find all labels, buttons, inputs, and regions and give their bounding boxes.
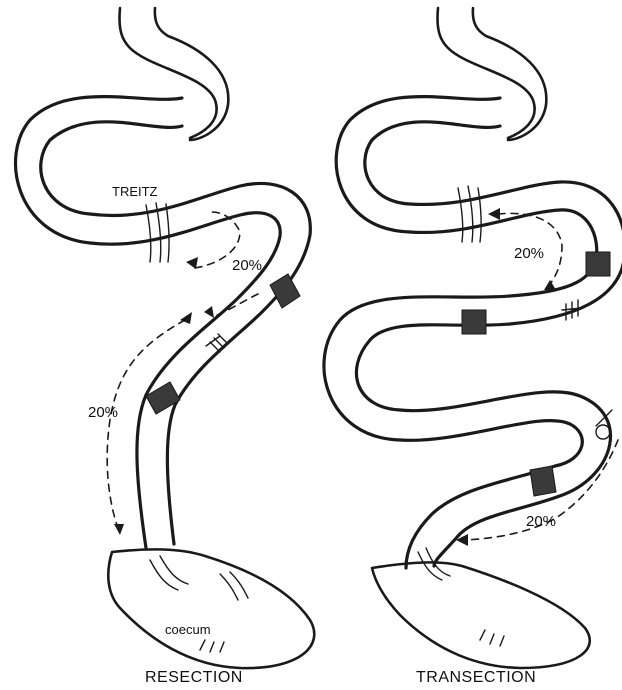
resection-caption: RESECTION [145,669,243,686]
arrow-head-right-2 [544,280,556,290]
coecum-label: coecum [165,622,211,637]
pct-right-lower: 20% [526,513,556,530]
arrow-head-left-1 [186,257,198,269]
small-bowel-left-fill [28,109,295,545]
pct-left-lower: 20% [88,404,118,421]
resection-panel: TREITZ 20% 20% coecum RESECTION [16,8,315,686]
small-bowel-right-fill [340,109,611,565]
pct-left-upper: 20% [232,257,262,274]
arrow-head-left-2 [204,306,214,318]
small-bowel-left-inner [41,122,311,544]
transection-block-3 [530,466,556,496]
transection-panel: 20% 20% TRANSECTION [324,8,622,686]
treitz-label: TREITZ [112,184,158,199]
transection-block-2 [462,310,486,334]
transection-block-1 [586,252,610,276]
coecum-outline-right [372,562,590,668]
transection-caption: TRANSECTION [416,669,536,686]
arrow-head-left-4 [114,524,124,535]
coecum-texture-left [150,556,248,652]
pct-right-upper: 20% [514,245,544,262]
